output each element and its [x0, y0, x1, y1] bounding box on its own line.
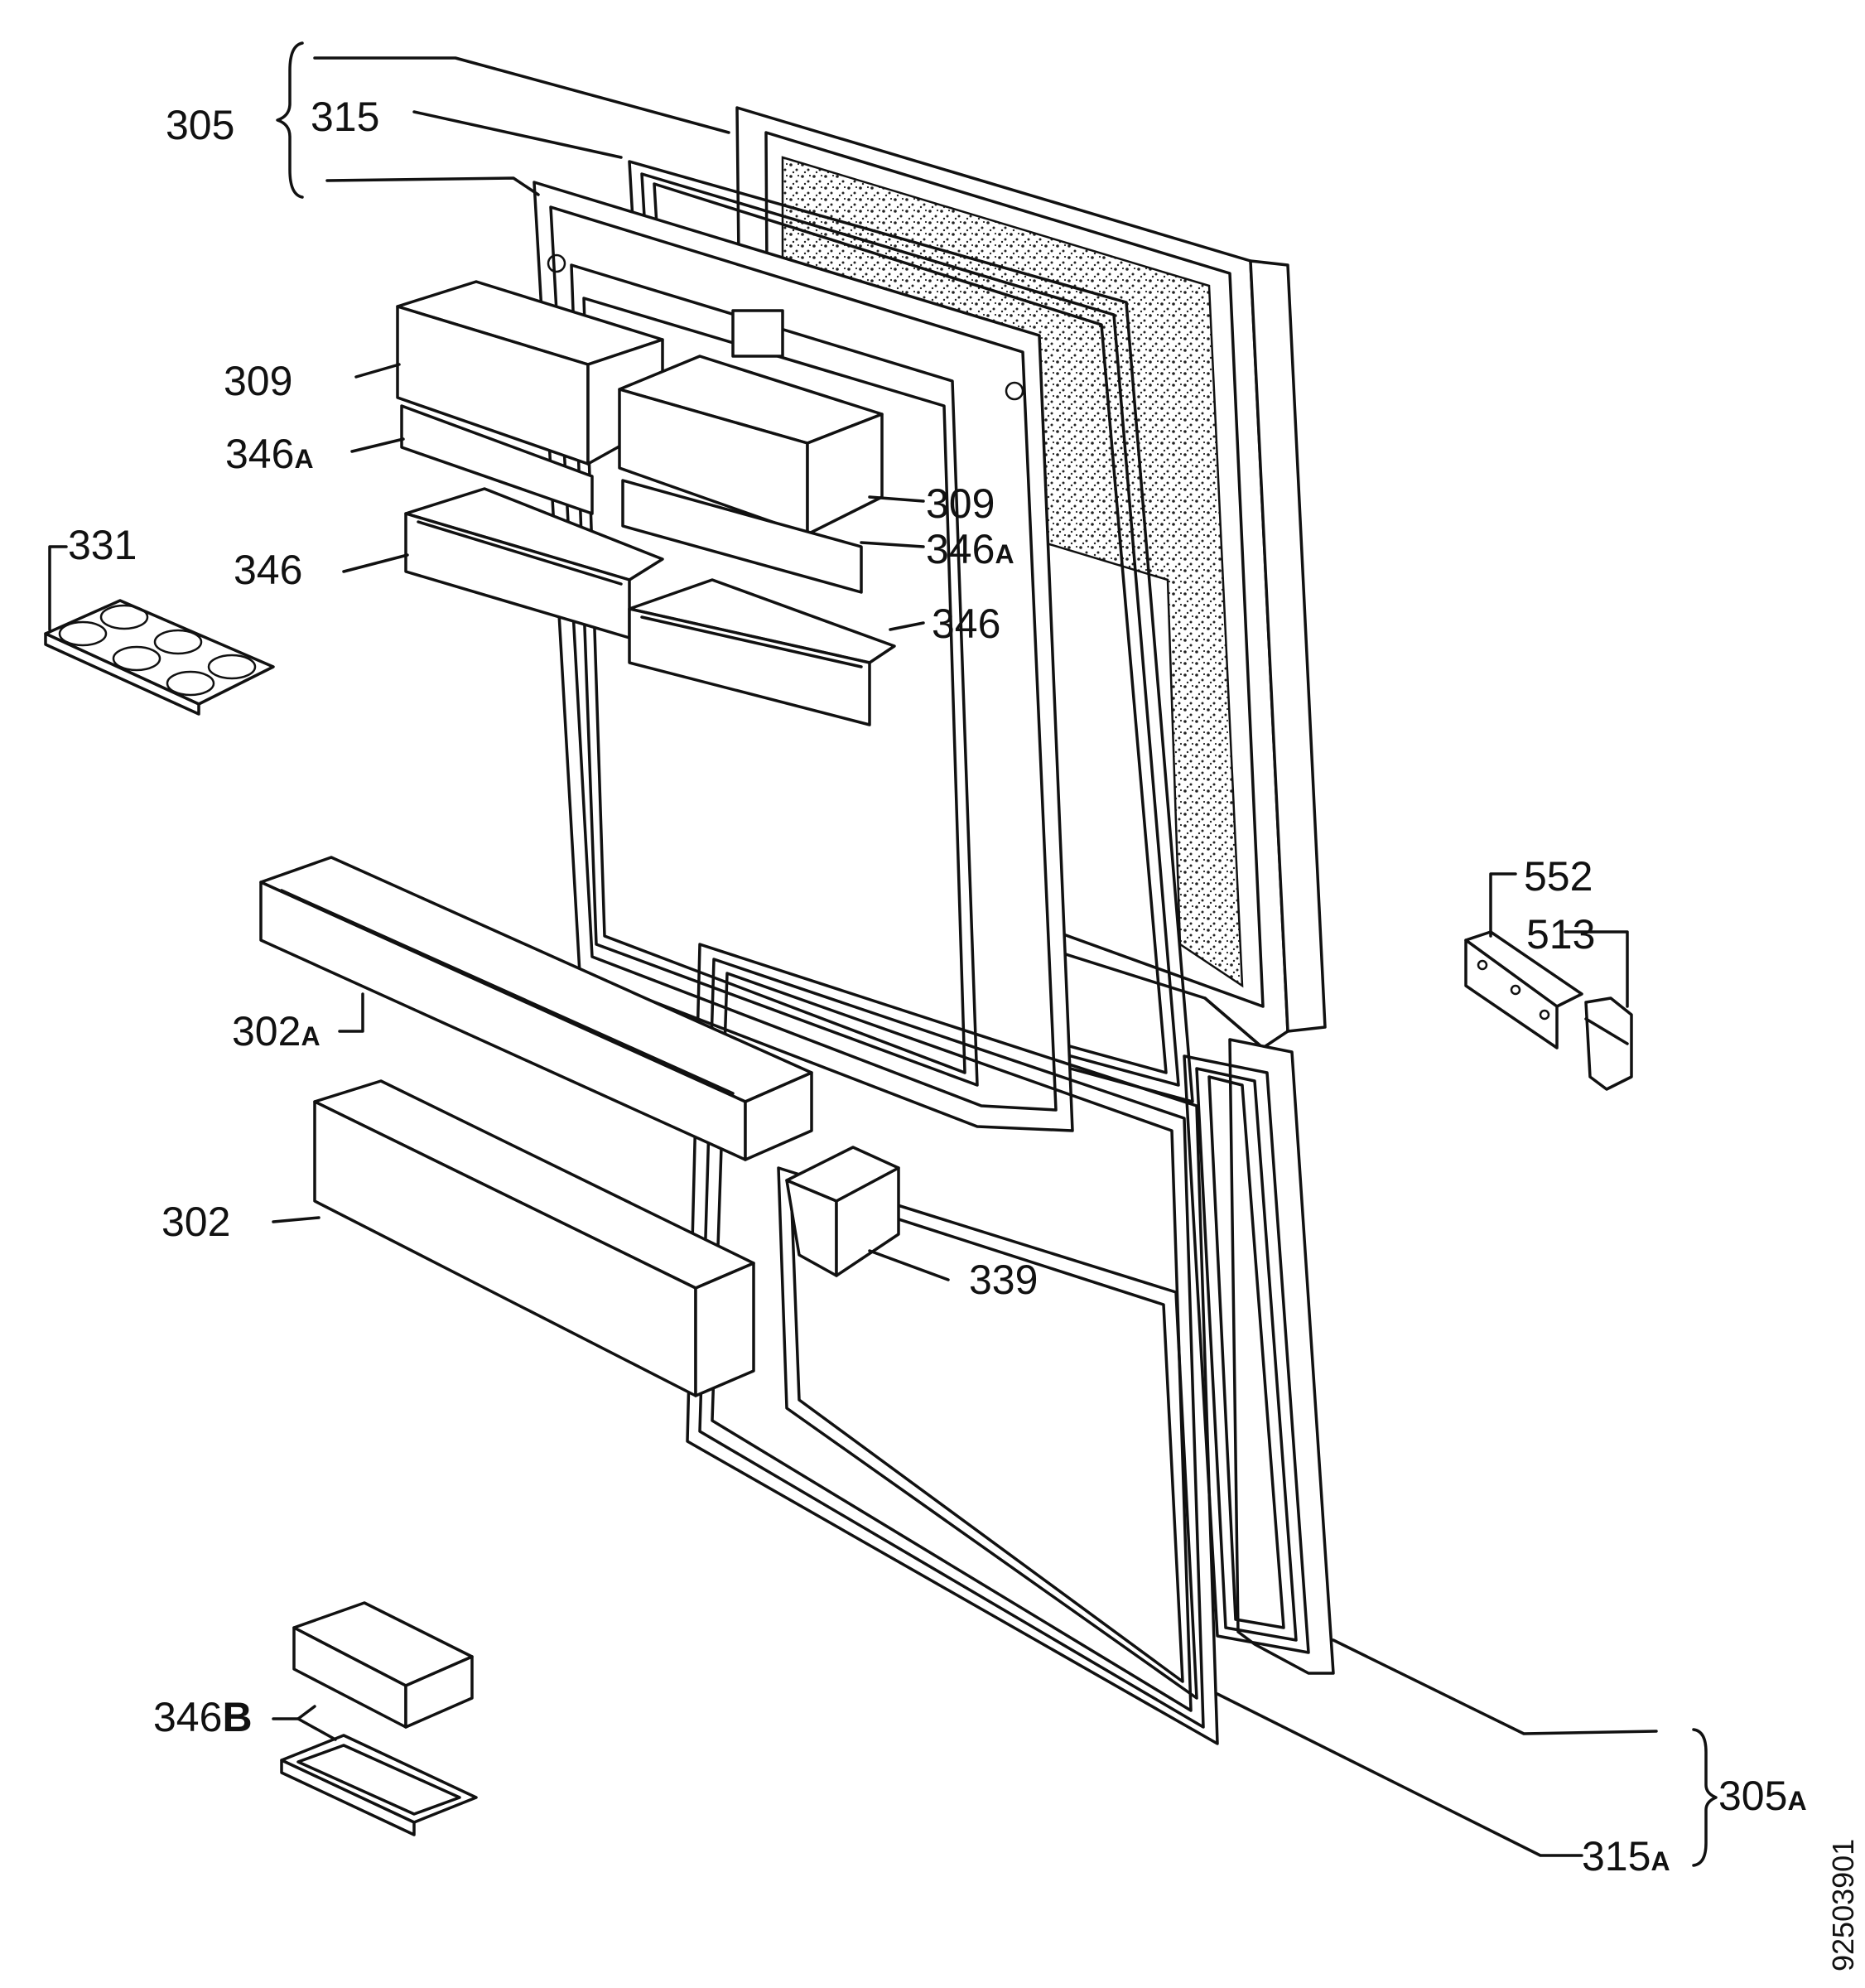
label-513: 513: [1526, 911, 1595, 958]
butter-dish-base: [280, 1734, 478, 1836]
door-shelf-right: [628, 578, 896, 726]
label-309-left: 309: [224, 358, 292, 404]
door-shelf-left: [404, 487, 664, 639]
bottle-shelf-302a: [259, 856, 813, 1161]
dairy-compartment-bin-right: [621, 479, 863, 594]
label-331: 331: [68, 522, 137, 568]
dairy-compartment-cover-right: [618, 355, 884, 536]
label-339: 339: [969, 1257, 1038, 1303]
label-346-left: 346: [234, 547, 302, 593]
label-309-right: 309: [926, 480, 995, 527]
egg-tray: [44, 599, 275, 716]
label-315: 315: [311, 94, 379, 140]
label-346a-left: 346A: [225, 431, 314, 477]
label-302: 302: [161, 1199, 230, 1245]
leader-lines: [48, 41, 1718, 1867]
dairy-compartment-bin-left: [400, 404, 594, 515]
part-labels: 305 315 309 346A 331 346 309 346A 346 55…: [68, 94, 1860, 1971]
label-552: 552: [1524, 853, 1593, 900]
door-stop-339: [785, 1146, 900, 1277]
bottle-shelf-302: [313, 1079, 755, 1397]
label-346b: 346B: [153, 1694, 253, 1740]
butter-dish-lid: [292, 1601, 474, 1729]
label-346a-right: 346A: [926, 526, 1014, 572]
hinge-bracket-513: [1584, 996, 1633, 1091]
hinge-plate-552: [1464, 930, 1583, 1049]
document-id: 92503901: [1826, 1839, 1860, 1971]
label-305: 305: [166, 102, 234, 148]
lower-door-outer-panel: [1183, 1038, 1335, 1675]
label-346-right: 346: [932, 601, 1000, 647]
label-315a: 315A: [1582, 1833, 1670, 1879]
label-302a: 302A: [232, 1008, 320, 1054]
lower-door-inner-liner: [777, 1166, 1198, 1700]
label-305a: 305A: [1718, 1773, 1807, 1819]
